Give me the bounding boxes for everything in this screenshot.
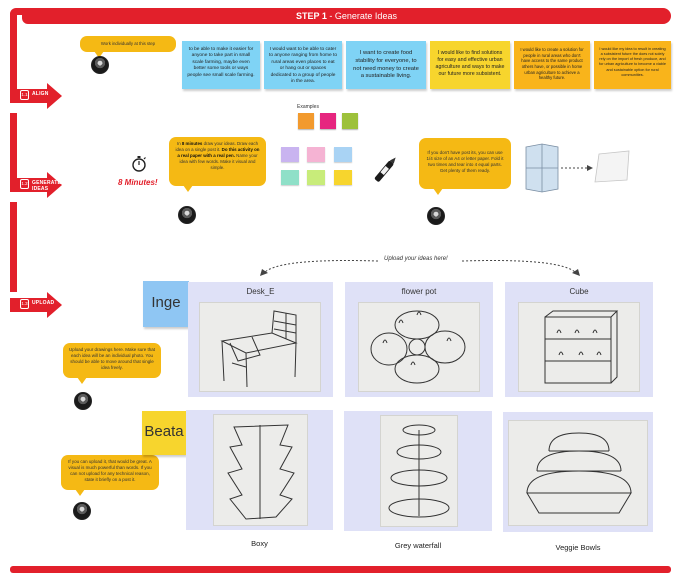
facilitator-avatar — [91, 56, 109, 74]
veggie-bowls-sketch — [526, 432, 632, 514]
idea-title: Veggie Bowls — [555, 543, 601, 552]
instruction-bubble: If you don't have post its, you can use … — [419, 138, 511, 195]
sticky-note[interactable]: I would like to find solutions for easy … — [430, 41, 510, 89]
facilitator-avatar — [73, 502, 91, 520]
desk-sketch — [220, 310, 298, 388]
sticky-note[interactable]: to be able to make it easier for anyone … — [182, 41, 260, 89]
idea-card[interactable]: Cube — [505, 282, 653, 397]
instruction-bubble: If you can upload it, that would be grea… — [61, 455, 159, 496]
sketch-photo — [518, 302, 640, 392]
step-align-arrow: 1.1 ALIGN — [10, 83, 62, 109]
post-it-sample — [334, 147, 352, 162]
boxy-sketch — [227, 424, 295, 520]
post-it-sample — [281, 147, 299, 162]
instruction-bubble: Upload your drawings here. Make sure tha… — [63, 343, 161, 384]
step-upload-arrow: 1.3 UPLOAD — [10, 292, 62, 318]
post-it-sample — [281, 170, 299, 185]
example-sticky[interactable] — [342, 113, 358, 129]
participant-name-tag[interactable]: Inge — [143, 281, 189, 327]
idea-title: Grey waterfall — [394, 541, 442, 550]
timer-label: 8 Minutes! — [118, 178, 158, 187]
facilitator-avatar — [74, 392, 92, 410]
step-number: STEP 1 — [296, 11, 327, 21]
idea-title: Boxy — [251, 539, 268, 548]
process-line — [10, 10, 17, 90]
step-label: UPLOAD — [32, 300, 55, 306]
example-sticky[interactable] — [298, 113, 314, 129]
idea-card[interactable] — [503, 412, 653, 532]
dotted-arrow-right — [461, 260, 580, 276]
upload-hint: Upload your ideas here! — [384, 256, 448, 262]
dotted-arrow-left — [260, 260, 379, 276]
sketch-photo — [380, 415, 458, 527]
waterfall-sketch — [388, 424, 450, 518]
facilitator-avatar — [178, 206, 196, 224]
step-label: ALIGN — [32, 91, 49, 97]
process-line — [10, 202, 17, 292]
paper-piece-icon — [594, 150, 630, 183]
step-label: GENERATE IDEAS — [32, 180, 62, 192]
sticky-note[interactable]: I would want to be able to cater to anyo… — [264, 41, 342, 89]
instruction-bubble: In 8 minutes draw your ideas. Draw each … — [169, 137, 266, 192]
idea-card[interactable] — [344, 411, 492, 531]
idea-title: flower pot — [401, 287, 437, 296]
idea-card[interactable]: Desk_E — [188, 282, 333, 397]
idea-title: Cube — [569, 287, 589, 296]
facilitator-avatar — [427, 207, 445, 225]
idea-card[interactable]: flower pot — [345, 282, 493, 397]
sketch-photo — [199, 302, 321, 392]
sketch-photo — [213, 414, 308, 526]
participant-name-tag[interactable]: Beata — [142, 411, 186, 455]
post-it-sample — [307, 170, 325, 185]
examples-label: Examples — [297, 104, 319, 110]
idea-title: Desk_E — [246, 287, 275, 296]
cube-sketch — [544, 310, 619, 384]
stopwatch-icon — [132, 156, 146, 172]
step-title: Generate Ideas — [334, 11, 397, 21]
step-generate-arrow: 1.2 GENERATE IDEAS — [10, 172, 62, 198]
arrow-dotted-icon — [561, 165, 593, 171]
process-line — [10, 113, 17, 179]
post-it-sample — [307, 147, 325, 162]
sketch-photo — [358, 302, 480, 392]
post-it-sample — [334, 170, 352, 185]
folded-paper-icon — [525, 143, 559, 193]
instruction-bubble: Work individually at this step — [80, 36, 176, 58]
marker-pen-icon — [374, 157, 396, 182]
sketch-photo — [508, 420, 648, 526]
sticky-note[interactable]: I would like my idea to result in creati… — [594, 41, 671, 89]
bottom-bar — [10, 566, 671, 573]
idea-card[interactable] — [186, 410, 333, 530]
sticky-note[interactable]: I want to create food stability for ever… — [346, 41, 426, 89]
sticky-note[interactable]: I would like to create a solution for pe… — [514, 41, 590, 89]
step-banner: STEP 1 - Generate Ideas — [22, 8, 671, 24]
example-sticky[interactable] — [320, 113, 336, 129]
flower-pot-sketch — [370, 310, 466, 384]
